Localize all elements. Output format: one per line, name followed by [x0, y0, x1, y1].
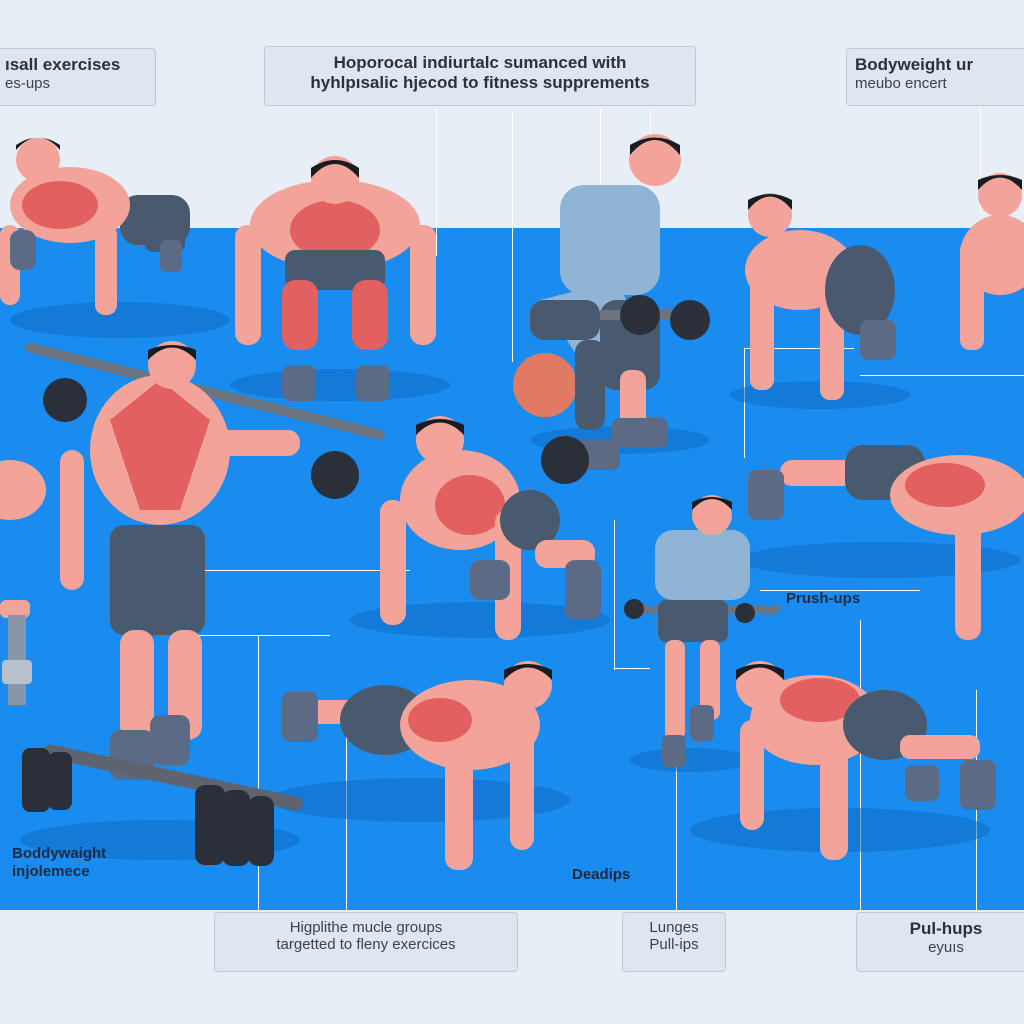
leader-line [744, 348, 854, 349]
figure-squat [235, 156, 436, 401]
label-top-left: ısall exercises es-ups [0, 48, 156, 106]
leader-line [760, 590, 920, 591]
leader-line [744, 348, 745, 458]
leader-line [258, 635, 259, 915]
figure-pushup-right-edge [960, 173, 1024, 350]
figure-barbell-back [25, 341, 385, 780]
leader-line [676, 690, 677, 915]
leader-line [860, 375, 1024, 376]
figure-small-lunge [624, 495, 780, 767]
label-bottom-right: Pul-hups eyuıs [856, 912, 1024, 972]
label-top-center: Hoporocal indiurtalc sumanced with hyhlp… [264, 46, 696, 106]
figure-plank-right [748, 445, 1024, 640]
figure-dumbbell-lunge [513, 134, 710, 484]
floor-text-pushups: Prush-ups [786, 590, 861, 607]
floor-text-bodyweight: Boddywaight injolemece [12, 845, 107, 880]
figure-pushup-bottom-right [736, 661, 996, 860]
leader-line [614, 520, 615, 670]
leader-line [180, 635, 330, 636]
leader-line [860, 620, 861, 920]
label-bottom-center: Higplithe mucle groups targetted to flen… [214, 912, 518, 972]
figure-crouch-top-right [745, 193, 896, 400]
leader-line [190, 570, 410, 571]
label-bottom-mid: Lunges Pull-ips [622, 912, 726, 972]
leader-line [614, 668, 650, 669]
figure-pushup-bottom-center [282, 661, 552, 870]
figure-pushup-top-left [0, 137, 190, 315]
leader-line [436, 108, 437, 256]
floor-barbell [22, 744, 303, 866]
leader-line [512, 112, 513, 362]
label-top-right: Bodyweight ur meubo encert [846, 48, 1024, 106]
figure-left-edge [0, 460, 46, 705]
leader-line [980, 104, 981, 214]
figure-mountain-climber [380, 416, 601, 640]
floor-text-deadips: Deadips [572, 866, 631, 883]
